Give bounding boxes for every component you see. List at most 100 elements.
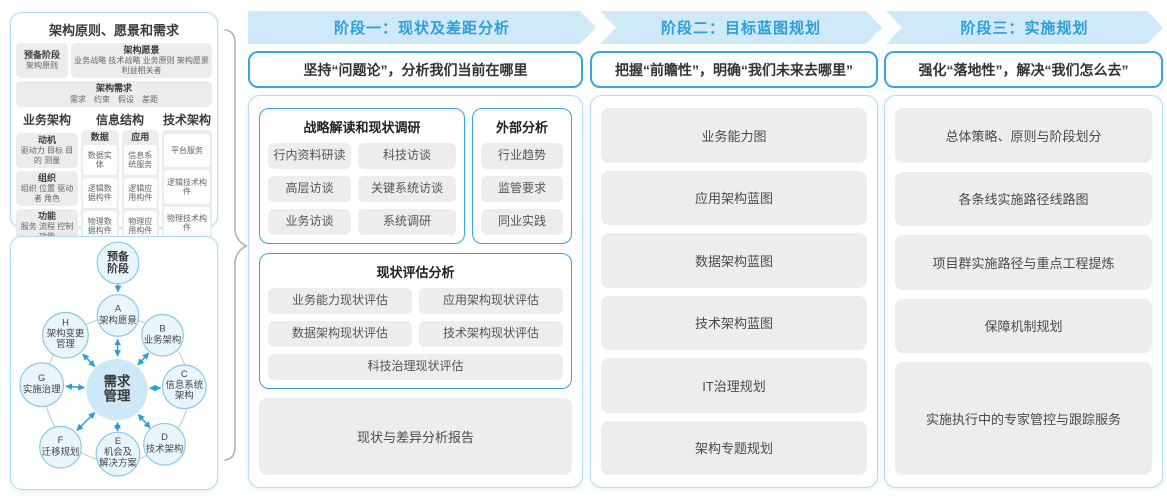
vision-title: 架构愿景: [123, 45, 160, 55]
adm-node-d: D 技术架构: [143, 422, 186, 466]
requirements-box: 架构需求 需求 约束 假设 差距: [16, 81, 212, 107]
gap-analysis-report-label: 现状与差异分析报告: [356, 430, 474, 445]
adm-node-f: F 迁移规划: [39, 425, 82, 469]
svg-text:解决方案: 解决方案: [99, 457, 137, 468]
item-safeguard-mechanism-planning: 保障机制规划: [895, 298, 1152, 354]
organization-box: 组织 组织 位置 驱动者 角色: [16, 170, 78, 206]
motivation-title: 动机: [37, 134, 56, 145]
item-business-capability-map: 业务能力图: [601, 108, 867, 163]
organization-title: 组织: [37, 172, 56, 183]
svg-text:E: E: [115, 435, 121, 446]
item-it-governance-assessment: 科技治理现状评估: [268, 354, 563, 380]
phase3-column: 总体策略、原则与阶段划分 各条线实施路径线路图 项目群实施路径与重点工程提炼 保…: [884, 95, 1163, 488]
business-architecture-title: 业务架构: [22, 112, 71, 127]
logical-tech-chip: 逻辑技术构件: [164, 170, 210, 204]
adm-node-a: A 架构愿景: [96, 294, 140, 337]
svg-text:F: F: [58, 434, 64, 445]
item-internal-materials: 行内资料研读: [268, 143, 352, 169]
platform-service-chip: 平台服务: [164, 133, 210, 168]
adm-node-h: H 架构变更 管理: [42, 311, 89, 359]
svg-text:管理: 管理: [56, 338, 75, 349]
current-assessment-group: 现状评估分析 业务能力现状评估 应用架构现状评估 数据架构现状评估 技术架构现状…: [259, 253, 572, 389]
svg-text:信息系统: 信息系统: [166, 379, 204, 390]
requirements-line: 需求 约束 假设 差距: [70, 94, 158, 104]
item-data-architecture-assessment: 数据架构现状评估: [268, 321, 412, 347]
prep-phase-line: 架构原则: [26, 61, 58, 71]
application-subcolumn: 应用 信息系统服务 逻辑应用构件 物理应用构件: [121, 129, 159, 245]
item-peer-practice: 同业实践: [481, 209, 563, 235]
svg-text:技术架构: 技术架构: [146, 443, 184, 454]
item-tech-architecture-assessment: 技术架构现状评估: [419, 321, 563, 347]
phase1-subtitle: 坚持“问题论”，分析我们当前在哪里: [248, 51, 583, 88]
phase1-column: 战略解读和现状调研 行内资料研读 科技访谈 高层访谈 关键系统访谈 业务访谈 系…: [248, 95, 583, 488]
item-business-interview: 业务访谈: [268, 209, 352, 235]
phase1-subtitle-label: 坚持“问题论”，分析我们当前在哪里: [303, 61, 528, 78]
item-industry-trends: 行业趋势: [481, 143, 563, 169]
item-app-architecture-blueprint: 应用架构蓝图: [601, 170, 867, 225]
item-key-system-interview: 关键系统访谈: [358, 176, 456, 202]
item-data-architecture-blueprint: 数据架构蓝图: [601, 233, 867, 288]
svg-text:阶段: 阶段: [107, 261, 129, 275]
external-analysis-group: 外部分析 行业趋势 监管要求 同业实践: [472, 108, 572, 244]
svg-text:G: G: [38, 372, 45, 383]
phase3-subtitle: 强化“落地性”，解决“我们怎么去”: [884, 51, 1163, 88]
item-executive-interview: 高层访谈: [268, 176, 352, 202]
item-regulatory-requirements: 监管要求: [481, 176, 563, 202]
phase2-header-label: 阶段二：目标蓝图规划: [660, 20, 821, 37]
item-expert-control-tracking: 实施执行中的专家管控与跟踪服务: [895, 362, 1152, 475]
adm-node-prep: 预备 阶段: [96, 241, 140, 285]
svg-text:预备: 预备: [107, 249, 130, 263]
prep-phase-box: 预备阶段 架构原则: [16, 43, 68, 79]
adm-node-center: 需求 管理: [86, 359, 148, 421]
technology-architecture-title: 技术架构: [162, 112, 211, 127]
logical-data-chip: 逻辑数据构件: [83, 178, 117, 209]
svg-text:机会及: 机会及: [104, 446, 133, 457]
item-system-research: 系统调研: [358, 209, 456, 235]
external-analysis-title: 外部分析: [495, 120, 548, 135]
svg-text:需求: 需求: [104, 373, 131, 389]
svg-text:业务架构: 业务架构: [144, 334, 182, 345]
gap-analysis-report-box: 现状与差异分析报告: [259, 398, 572, 475]
vision-line: 业务战略 技术战略 业务原则 架构愿景 利益相关者: [74, 56, 209, 76]
principles-title: 架构原则、愿景和需求: [48, 23, 179, 38]
motivation-line: 驱动力 目标 目的 测量: [20, 145, 74, 165]
item-tech-architecture-blueprint: 技术架构蓝图: [601, 295, 867, 350]
function-title: 功能: [37, 211, 56, 221]
item-business-capability-assessment: 业务能力现状评估: [268, 288, 412, 314]
logical-app-chip: 逻辑应用构件: [123, 178, 157, 209]
item-tech-interview: 科技访谈: [358, 143, 456, 169]
phase2-subtitle-label: 把握“前瞻性”，明确“我们未来去哪里”: [615, 61, 853, 78]
item-it-governance-planning: IT治理规划: [601, 358, 867, 413]
technology-architecture-column: 技术架构 平台服务 逻辑技术构件 物理技术构件: [162, 111, 212, 245]
adm-node-b: B 业务架构: [141, 313, 184, 357]
adm-arrows: [65, 284, 162, 432]
phase3-header-label: 阶段三：实施规划: [960, 20, 1089, 37]
business-architecture-column: 业务架构 动机 驱动力 目标 目的 测量 组织 组织 位置 驱动者 角色 功能 …: [16, 111, 78, 245]
svg-text:D: D: [161, 431, 168, 442]
data-entity-chip: 数据实体: [83, 145, 117, 176]
svg-text:迁移规划: 迁移规划: [42, 446, 80, 457]
svg-text:B: B: [159, 322, 165, 333]
architecture-domains-row: 业务架构 动机 驱动力 目标 目的 测量 组织 组织 位置 驱动者 角色 功能 …: [16, 111, 212, 245]
application-title: 应用: [131, 131, 150, 142]
phase3-subtitle-label: 强化“落地性”，解决“我们怎么去”: [918, 61, 1129, 78]
brace: [224, 29, 248, 461]
adm-node-c: C 信息系统 架构: [161, 364, 207, 410]
technology-box: 平台服务 逻辑技术构件 物理技术构件: [162, 129, 212, 245]
principles-header-row: 预备阶段 架构原则 架构愿景 业务战略 技术战略 业务原则 架构愿景 利益相关者: [16, 43, 212, 79]
item-architecture-topic-planning: 架构专题规划: [601, 420, 867, 475]
svg-text:实施治理: 实施治理: [23, 384, 61, 395]
item-app-architecture-assessment: 应用架构现状评估: [419, 288, 563, 314]
information-structure-column: 信息结构 数据 数据实体 逻辑数据构件 物理数据构件 应用 信息系统服务 逻辑应…: [81, 111, 159, 245]
vision-box: 架构愿景 业务战略 技术战略 业务原则 架构愿景 利益相关者: [71, 43, 212, 79]
current-assessment-title: 现状评估分析: [376, 265, 455, 280]
item-line-roadmaps: 各条线实施路径线路图: [895, 171, 1152, 227]
svg-text:C: C: [181, 368, 188, 379]
phase1-header: 阶段一：现状及差距分析: [248, 11, 596, 44]
svg-text:A: A: [115, 303, 122, 314]
svg-text:管理: 管理: [104, 388, 131, 404]
data-subcolumn: 数据 数据实体 逻辑数据构件 物理数据构件: [81, 129, 119, 245]
strategy-research-title: 战略解读和现状调研: [303, 120, 421, 135]
phase2-subtitle: 把握“前瞻性”，明确“我们未来去哪里”: [590, 51, 878, 88]
